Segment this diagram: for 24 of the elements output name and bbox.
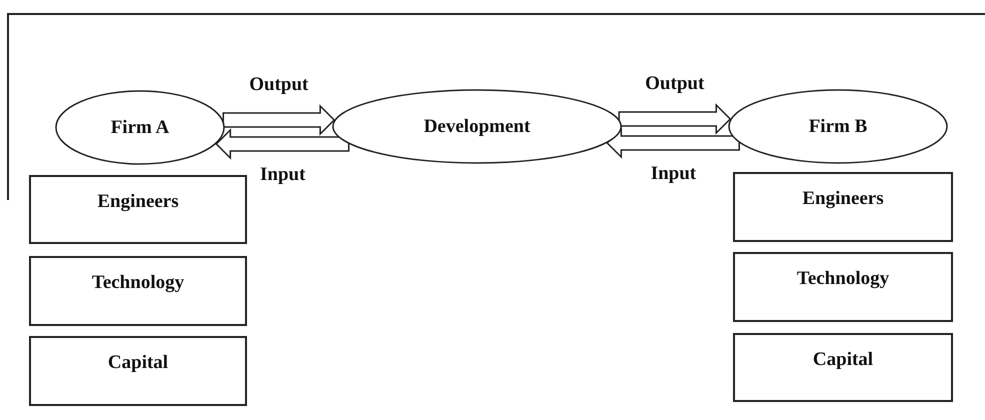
block-arrow [222, 104, 336, 136]
block-arrow [618, 103, 732, 135]
ellipse-node [332, 89, 622, 164]
node-label: Development [424, 116, 530, 138]
edge-label: Output [247, 74, 310, 96]
node-label: Firm A [110, 116, 170, 138]
block-arrow [215, 128, 350, 160]
resource-box [733, 252, 953, 322]
node-label: Engineers [802, 188, 884, 210]
block-arrow [606, 127, 740, 159]
ellipse-node [55, 90, 225, 165]
node-label: Technology [796, 268, 890, 290]
node-label: Engineers [97, 191, 179, 213]
resource-box [29, 256, 247, 326]
ellipse-node [728, 89, 948, 164]
edge-label: Output [643, 73, 706, 95]
node-label: Firm B [808, 116, 868, 138]
resource-box [733, 333, 953, 402]
resource-box [29, 175, 247, 244]
node-label: Capital [812, 349, 874, 371]
node-label: Technology [92, 272, 184, 294]
node-label: Capital [108, 352, 168, 374]
resource-box [733, 172, 953, 242]
resource-box [29, 336, 247, 406]
